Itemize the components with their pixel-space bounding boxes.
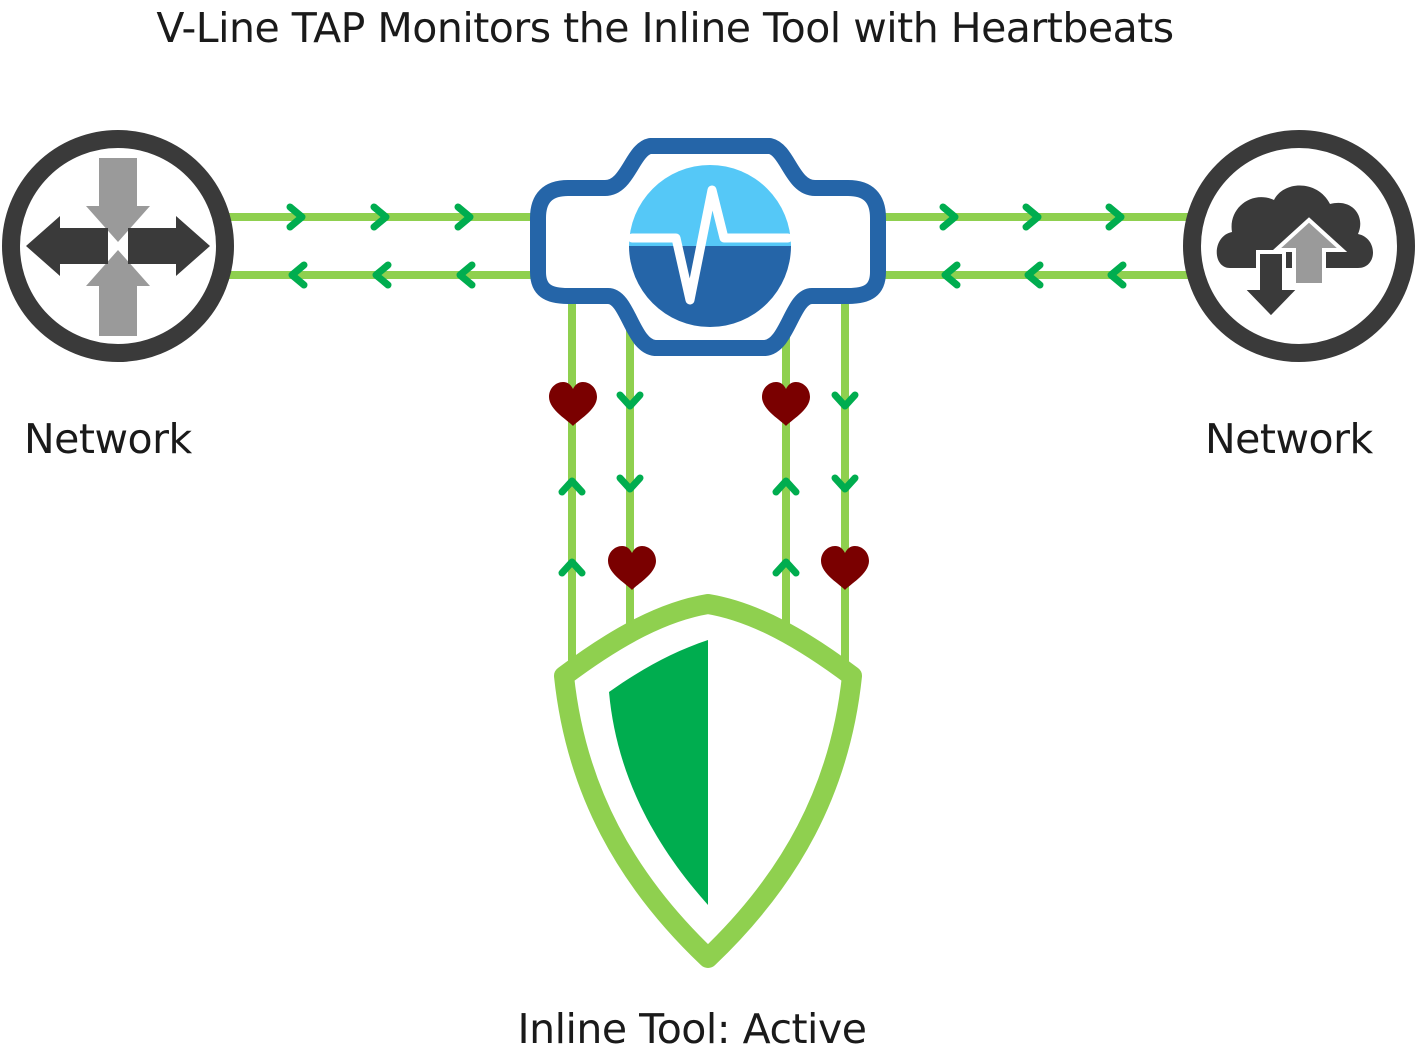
cloud-transfer-icon (1216, 185, 1373, 321)
inline-tool-label: Inline Tool: Active (517, 1005, 867, 1053)
diagram-title: V-Line TAP Monitors the Inline Tool with… (156, 4, 1174, 52)
heartbeat-monitor-icon (627, 165, 793, 327)
network-left-label: Network (24, 415, 192, 463)
router-arrows-icon (26, 158, 210, 336)
network-left-ring (2, 130, 234, 362)
network-right-label: Network (1205, 415, 1373, 463)
network-right-node (1183, 130, 1415, 362)
network-left-node (2, 130, 234, 362)
tap-device (530, 138, 886, 356)
shield-fill-half (609, 640, 708, 905)
shield-icon (554, 594, 862, 968)
heartbeats (549, 382, 869, 590)
